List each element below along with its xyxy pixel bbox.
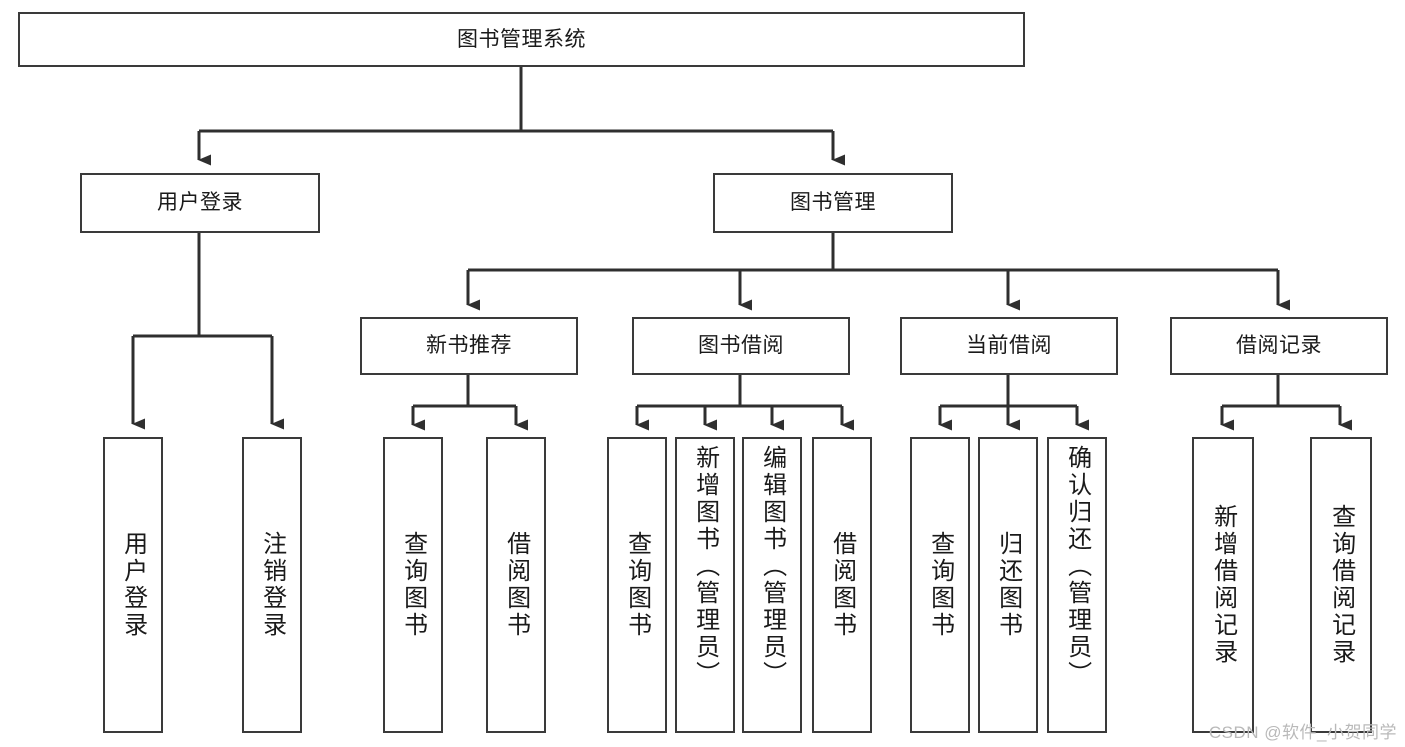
- leaf-new-books-borrow[interactable]: 借阅图书: [486, 437, 546, 733]
- leaf-book-borrow-edit[interactable]: 编辑图书（管理员）: [742, 437, 802, 733]
- node-label: 当前借阅: [966, 334, 1052, 358]
- node-label: 图书管理系统: [457, 27, 586, 51]
- node-new-book-recommend[interactable]: 新书推荐: [360, 317, 578, 375]
- leaf-book-borrow-borrow[interactable]: 借阅图书: [812, 437, 872, 733]
- node-borrow-records[interactable]: 借阅记录: [1170, 317, 1388, 375]
- node-label: 图书借阅: [698, 334, 784, 358]
- node-label: 查询图书: [926, 531, 954, 639]
- leaf-user-login-signin[interactable]: 用户登录: [103, 437, 163, 733]
- node-root-system[interactable]: 图书管理系统: [18, 12, 1025, 67]
- node-label: 借阅记录: [1236, 334, 1322, 358]
- leaf-current-borrow-return[interactable]: 归还图书: [978, 437, 1038, 733]
- node-label: 注销登录: [258, 531, 286, 639]
- node-user-login[interactable]: 用户登录: [80, 173, 320, 233]
- leaf-current-borrow-query[interactable]: 查询图书: [910, 437, 970, 733]
- leaf-borrow-records-add[interactable]: 新增借阅记录: [1192, 437, 1254, 733]
- node-label: 查询借阅记录: [1327, 504, 1355, 666]
- node-label: 借阅图书: [828, 531, 856, 639]
- csdn-watermark: CSDN @软件_小贺同学: [1208, 723, 1397, 742]
- leaf-borrow-records-query[interactable]: 查询借阅记录: [1310, 437, 1372, 733]
- node-label: 查询图书: [623, 531, 651, 639]
- node-book-borrow[interactable]: 图书借阅: [632, 317, 850, 375]
- leaf-current-borrow-confirm-return[interactable]: 确认归还（管理员）: [1047, 437, 1107, 733]
- node-label: 用户登录: [119, 531, 147, 639]
- node-label: 归还图书: [994, 531, 1022, 639]
- node-label: 查询图书: [399, 531, 427, 639]
- leaf-book-borrow-add[interactable]: 新增图书（管理员）: [675, 437, 735, 733]
- leaf-user-login-logout[interactable]: 注销登录: [242, 437, 302, 733]
- node-label: 新书推荐: [426, 334, 512, 358]
- node-label: 用户登录: [157, 191, 243, 215]
- node-label: 借阅图书: [502, 531, 530, 639]
- node-label: 编辑图书（管理员）: [758, 445, 786, 688]
- node-label: 新增借阅记录: [1209, 504, 1237, 666]
- leaf-new-books-query[interactable]: 查询图书: [383, 437, 443, 733]
- node-label: 图书管理: [790, 191, 876, 215]
- node-book-management[interactable]: 图书管理: [713, 173, 953, 233]
- node-current-borrow[interactable]: 当前借阅: [900, 317, 1118, 375]
- leaf-book-borrow-query[interactable]: 查询图书: [607, 437, 667, 733]
- node-label: 新增图书（管理员）: [691, 445, 719, 688]
- node-label: 确认归还（管理员）: [1063, 445, 1091, 688]
